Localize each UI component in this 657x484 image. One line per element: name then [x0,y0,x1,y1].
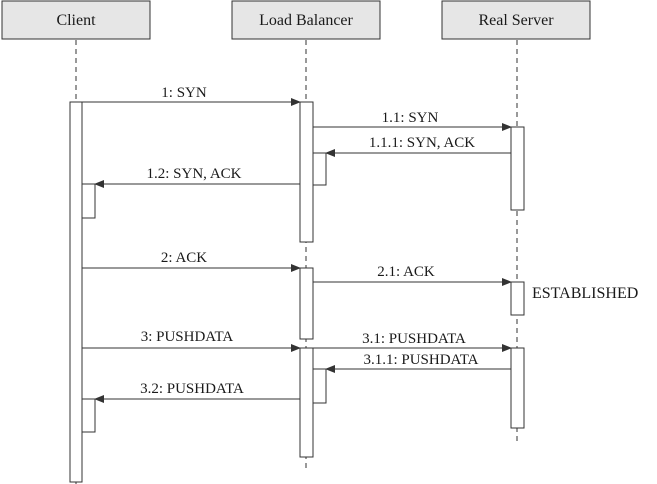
server-activation-1-1 [510,126,525,211]
participant-client: Client [1,0,151,40]
client-activation-1-2 [81,183,96,219]
participant-lb-label: Load Balancer [259,12,353,29]
lb-activation-3-1-1 [312,368,327,404]
message-label-3-1-1: 3.1.1: PUSHDATA [363,352,478,368]
message-label-3-2: 3.2: PUSHDATA [140,381,244,397]
lb-activation-2 [299,267,314,340]
established-note: ESTABLISHED [532,285,638,302]
message-label-3: 3: PUSHDATA [141,329,234,345]
client-activation [69,101,83,483]
message-label-2: 2: ACK [161,250,207,266]
participant-real-server: Real Server [441,0,591,40]
lb-activation-1 [299,101,314,243]
message-label-1-2: 1.2: SYN, ACK [146,166,241,182]
participant-client-label: Client [56,12,96,29]
message-label-2-1: 2.1: ACK [377,264,435,280]
message-label-1-1: 1.1: SYN [382,110,439,126]
server-activation-2-1 [510,281,525,316]
message-label-1: 1: SYN [161,85,207,101]
message-label-1-1-1: 1.1.1: SYN, ACK [369,135,475,151]
client-activation-3-2 [81,398,96,433]
participant-load-balancer: Load Balancer [231,0,381,40]
lb-activation-3 [299,347,314,458]
message-label-3-1: 3.1: PUSHDATA [362,331,466,347]
participant-server-label: Real Server [478,12,554,29]
lb-activation-1-1-1 [312,152,327,186]
server-activation-3-1 [510,347,525,429]
